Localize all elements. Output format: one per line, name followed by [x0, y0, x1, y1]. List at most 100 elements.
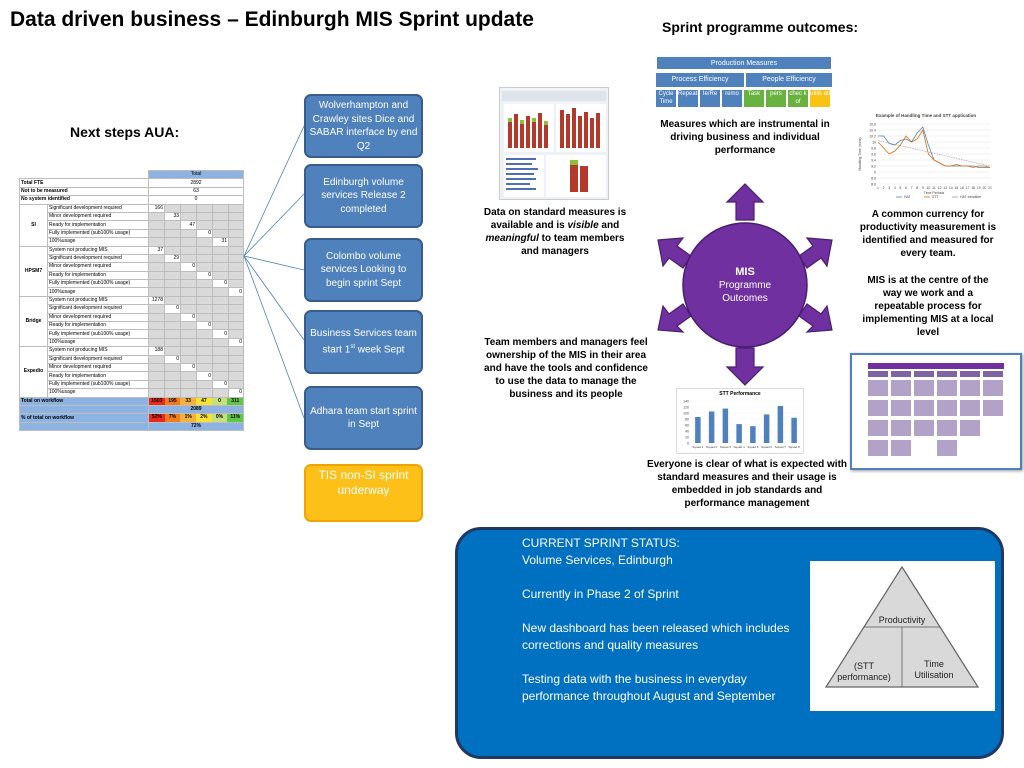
y-tick: 9.6 [871, 153, 876, 157]
framework-col-header [937, 371, 957, 377]
y-tick: 9.4 [871, 159, 876, 163]
legend-label: HAT [904, 195, 912, 199]
x-tick: 1 [877, 186, 879, 190]
production-measures-diagram: Production Measures Process Efficiency P… [656, 56, 832, 108]
x-tick: 17 [966, 186, 970, 190]
framework-cell [891, 420, 911, 436]
measures-text: Measures which are instrumental in drivi… [660, 119, 830, 156]
status-phase: Currently in Phase 2 of Sprint [522, 587, 679, 601]
heat-cell: 7% [164, 414, 181, 422]
x-tick: Squad 6 [761, 445, 773, 449]
x-tick: Squad 8 [789, 445, 801, 449]
x-tick: 16 [960, 186, 964, 190]
framework-cell [868, 420, 888, 436]
production-measures-title: Production Measures [656, 56, 832, 70]
measure-box: remo [722, 90, 742, 107]
pyramid-svg: Productivity (STT performance) Time Util… [824, 565, 980, 688]
framework-cell [960, 400, 980, 416]
y-tick: 10.6 [869, 123, 876, 127]
measure-box: utilis ati [810, 90, 830, 107]
bar [763, 414, 770, 443]
mis-outcomes-diagram [657, 183, 833, 386]
framework-cell [983, 380, 1003, 396]
bar [791, 417, 797, 443]
y-tick: 10 [872, 141, 876, 145]
legend-label: HAT trendline [960, 195, 981, 199]
heat-cell: 47 [196, 398, 212, 405]
y-tick: 60 [685, 424, 689, 428]
pyramid-right-1: Time [924, 659, 944, 669]
group-name: HPSM7 [19, 245, 48, 297]
heat-cell: 0 [211, 398, 228, 405]
framework-cell [937, 400, 957, 416]
next-steps-heading: Next steps AUA: [70, 124, 180, 140]
edinburgh-box: Edinburgh volume services Release 2 comp… [304, 164, 423, 228]
framework-col-header [914, 371, 934, 377]
outcomes-heading: Sprint programme outcomes: [662, 19, 859, 35]
y-tick: 40 [685, 430, 689, 434]
x-tick: Squad 4 [734, 445, 746, 449]
measure-box: chec k of [788, 90, 808, 107]
measure-box: Repeats [678, 90, 698, 107]
framework-cell [960, 420, 980, 436]
dashboard-image [502, 91, 606, 197]
heat-cell: 1% [180, 414, 197, 422]
framework-cell [960, 380, 980, 396]
y-tick: 0 [687, 442, 689, 446]
heat-cell: 311 [227, 398, 243, 405]
measure-box: Cycle Time [656, 90, 676, 107]
bar [750, 426, 756, 443]
adhara-box: Adhara team start sprint in Sept [304, 386, 423, 450]
x-tick: Squad 3 [720, 445, 732, 449]
heat-cell: 1503 [149, 398, 165, 405]
status-line2: Volume Services, Edinburgh [522, 553, 673, 567]
x-tick: 15 [954, 186, 958, 190]
table-row: Fully implemented (sub100% usage)0 [20, 279, 245, 289]
ownership-text: Team members and managers feel ownership… [484, 337, 648, 400]
wolverhampton-box: Wolverhampton and Crawley sites Dice and… [304, 94, 423, 158]
y-tick: 10.4 [869, 129, 876, 133]
data-text: Data on standard measures is available a… [483, 207, 627, 257]
bar [736, 424, 742, 443]
measure-box: pers [766, 90, 786, 107]
measure-box: Task [744, 90, 764, 107]
x-label: Time Periods [924, 191, 945, 195]
legend-label: STT [932, 195, 939, 199]
y-tick: 9 [874, 171, 876, 175]
heat-cell: 11% [227, 414, 243, 422]
y-tick: 9.2 [871, 165, 876, 169]
series-trendline [877, 140, 991, 167]
pct-workflow-heat: 52%7%1%2%0%11% [147, 413, 245, 423]
business-services-box: Business Services team start 1st week Se… [304, 310, 423, 374]
heat-cell: 0% [211, 414, 228, 422]
heat-cell: 52% [149, 414, 165, 422]
framework-cell [868, 400, 888, 416]
y-tick: 140 [683, 400, 689, 404]
pct-workflow-sum: 72% [147, 421, 245, 432]
x-tick: 20 [982, 186, 986, 190]
framework-cell [937, 440, 957, 456]
pyramid-left-2: performance) [837, 672, 891, 682]
x-tick: Squad 7 [775, 445, 787, 449]
x-tick: 3 [888, 186, 890, 190]
series-hat [878, 126, 990, 168]
pyramid-top: Productivity [879, 615, 926, 625]
status-line1: CURRENT SPRINT STATUS: [522, 536, 680, 550]
x-tick: 4 [894, 186, 896, 190]
colombo-box: Colombo volume services Looking to begin… [304, 238, 423, 302]
dashboard-screenshot [499, 87, 609, 200]
x-tick: 14 [949, 186, 953, 190]
framework-cell [891, 440, 911, 456]
mis-circle [682, 222, 808, 348]
